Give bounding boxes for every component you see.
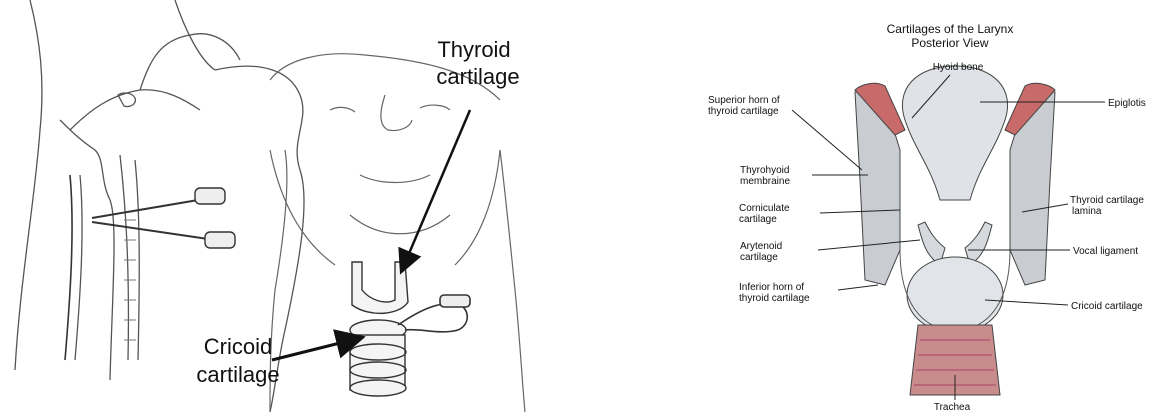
label-inferior-horn-2: thyroid cartilage: [739, 293, 810, 304]
cricothyroid-illustration: Thyroid cartilage Cricoid cartilage: [0, 0, 590, 412]
larynx-drawing: Cartilages of the Larynx Posterior View: [600, 0, 1176, 412]
thyroid-label-1: Thyroid: [437, 37, 510, 62]
label-thyroid-lamina-2: lamina: [1072, 206, 1102, 217]
cricoid-label-2: cartilage: [196, 362, 279, 387]
label-trachea: Trachea: [934, 402, 971, 412]
label-corniculate-2: cartilage: [739, 214, 777, 225]
label-epiglottis: Epiglotis: [1108, 98, 1146, 109]
cricoid-label-1: Cricoid: [204, 334, 272, 359]
label-thyroid-lamina-1: Thyroid cartilage: [1070, 195, 1144, 206]
thyroid-label-2: cartilage: [436, 64, 519, 89]
label-inferior-horn-1: Inferior horn of: [739, 282, 804, 293]
catheter-frontal: [398, 295, 470, 332]
trachea-rings-sagittal: [124, 220, 136, 340]
label-superior-horn-1: Superior horn of: [708, 95, 780, 106]
label-arytenoid-2: cartilage: [740, 252, 778, 263]
label-arytenoid-1: Arytenoid: [740, 241, 782, 252]
larynx-posterior-diagram: Cartilages of the Larynx Posterior View: [600, 0, 1176, 412]
diagram-title-2: Posterior View: [911, 36, 988, 50]
cricoid-arrow: [272, 338, 360, 360]
larynx-frontal: [350, 262, 408, 396]
label-cricoid: Cricoid cartilage: [1071, 301, 1143, 312]
label-vocal-ligament: Vocal ligament: [1073, 246, 1138, 257]
label-hyoid: Hyoid bone: [933, 62, 984, 73]
neck-drawing: Thyroid cartilage Cricoid cartilage: [0, 0, 590, 412]
label-thyrohyoid-2: membraine: [740, 176, 790, 187]
label-thyrohyoid-1: Thyrohyoid: [740, 165, 789, 176]
thyroid-arrow: [402, 110, 470, 270]
label-superior-horn-2: thyroid cartilage: [708, 106, 779, 117]
label-corniculate-1: Corniculate: [739, 203, 790, 214]
diagram-title-1: Cartilages of the Larynx: [887, 22, 1014, 36]
larynx-cartilages: [855, 66, 1055, 395]
